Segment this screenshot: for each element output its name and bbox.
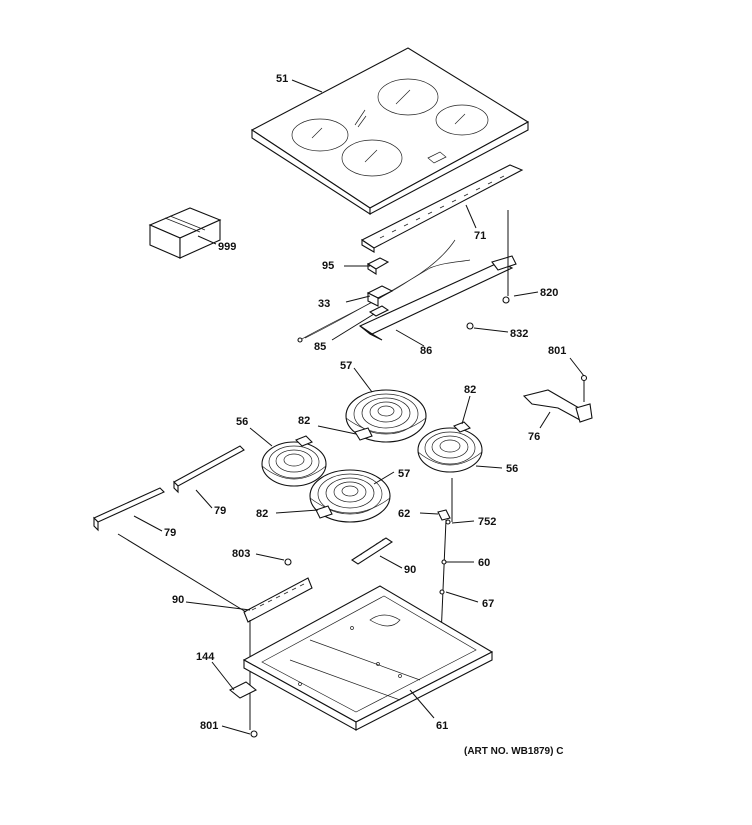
trim-strip-79-lower	[93, 487, 165, 532]
callout-67: 67	[482, 598, 494, 610]
screw-752	[445, 519, 451, 525]
callout-803: 803	[232, 548, 250, 560]
callout-61: 61	[436, 720, 448, 732]
callout-801-lower: 801	[200, 720, 218, 732]
callout-62: 62	[398, 508, 410, 520]
callout-79-upper: 79	[214, 505, 226, 517]
terminal-strip-90-center	[350, 537, 394, 565]
bracket-144	[228, 681, 258, 699]
callout-752: 752	[478, 516, 496, 528]
callout-33: 33	[318, 298, 330, 310]
side-bracket	[522, 374, 593, 423]
callout-90-center: 90	[404, 564, 416, 576]
mounting-bracket	[297, 239, 517, 343]
callout-56-right: 56	[506, 463, 518, 475]
callout-95: 95	[322, 260, 334, 272]
surface-unit-56-right	[417, 421, 483, 473]
screw-60	[441, 559, 447, 565]
callout-labels: 51 999 71 95 820 33 832 85 86 801 57 82 …	[164, 73, 566, 757]
screw-67	[439, 589, 445, 595]
switch-block	[366, 257, 390, 275]
callout-86: 86	[420, 345, 432, 357]
parts-box	[148, 207, 222, 259]
callout-51: 51	[276, 73, 288, 85]
bottom-pan	[242, 585, 494, 731]
leader-lines	[133, 79, 585, 735]
terminal-block	[366, 285, 394, 307]
callout-57-rear: 57	[340, 360, 352, 372]
callout-999: 999	[218, 241, 236, 253]
callout-82-right: 82	[464, 384, 476, 396]
screw-832	[466, 322, 474, 330]
callout-801-upper: 801	[548, 345, 566, 357]
screw-803	[284, 558, 292, 566]
surface-unit-57-front	[309, 469, 391, 523]
clip	[368, 305, 390, 317]
callout-144: 144	[196, 651, 215, 663]
callout-57-front: 57	[398, 468, 410, 480]
callout-85: 85	[314, 341, 326, 353]
surface-unit-56-left	[261, 435, 327, 487]
callout-90-left: 90	[172, 594, 184, 606]
art-number: (ART NO. WB1879) C	[464, 746, 563, 757]
screw-820	[502, 210, 510, 304]
terminal-strip-90-left	[243, 577, 313, 623]
screw-801-lower	[250, 730, 258, 738]
callout-82-left: 82	[256, 508, 268, 520]
callout-832: 832	[510, 328, 528, 340]
leader-79-lower	[117, 533, 247, 613]
callout-76: 76	[528, 431, 540, 443]
surface-unit-57-rear	[345, 389, 427, 443]
callout-56-left: 56	[236, 416, 248, 428]
callout-820: 820	[540, 287, 558, 299]
rear-trim-strip	[360, 164, 524, 253]
callout-82-center: 82	[298, 415, 310, 427]
cooktop-glass	[250, 47, 530, 216]
callout-71: 71	[474, 230, 486, 242]
callout-79-lower: 79	[164, 527, 176, 539]
callout-60: 60	[478, 557, 490, 569]
trim-strip-79-upper	[173, 445, 245, 494]
receptacle-62	[437, 509, 451, 521]
